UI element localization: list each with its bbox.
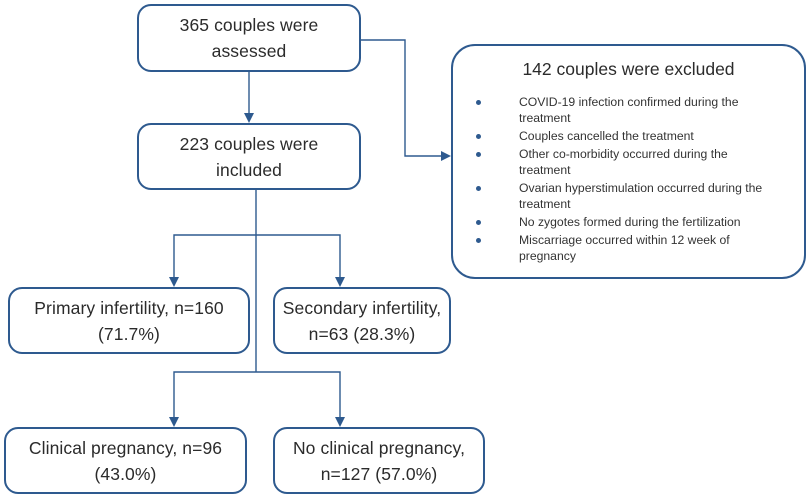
bullet-icon xyxy=(476,152,481,157)
bullet-icon xyxy=(476,134,481,139)
no-clinical-pregnancy-label: No clinical pregnancy, n=127 (57.0%) xyxy=(292,437,466,484)
exclusion-reason-text: Couples cancelled the treatment xyxy=(519,129,694,143)
assessed-box: 365 couples were assessed xyxy=(137,4,361,72)
excluded-box: 142 couples were excluded COVID-19 infec… xyxy=(451,44,806,279)
clinical-pregnancy-box: Clinical pregnancy, n=96 (43.0%) xyxy=(4,427,247,494)
exclusion-reason: Other co-morbidity occurred during the t… xyxy=(453,146,804,178)
exclusion-reason: Miscarriage occurred within 12 week of p… xyxy=(453,232,804,264)
exclusion-reason-text: Miscarriage occurred within 12 week of p… xyxy=(519,233,730,263)
exclusion-reason: COVID-19 infection confirmed during the … xyxy=(453,94,804,126)
exclusion-reason: Ovarian hyperstimulation occurred during… xyxy=(453,180,804,212)
bullet-icon xyxy=(476,100,481,105)
included-box: 223 couples were included xyxy=(137,123,361,190)
included-label: 223 couples were included xyxy=(179,133,319,180)
bullet-icon xyxy=(476,186,481,191)
exclusion-reason-text: Other co-morbidity occurred during the t… xyxy=(519,147,728,177)
clinical-pregnancy-label: Clinical pregnancy, n=96 (43.0%) xyxy=(28,437,223,484)
exclusion-reason-text: No zygotes formed during the fertilizati… xyxy=(519,215,741,229)
bullet-icon xyxy=(476,220,481,225)
arrow-to-clinical xyxy=(169,371,256,427)
secondary-infertility-label: Secondary infertility, n=63 (28.3%) xyxy=(282,297,442,344)
arrow-to-primary xyxy=(169,234,256,287)
arrow-to-secondary xyxy=(256,234,345,287)
arrow-assessed-to-excluded xyxy=(361,39,451,161)
arrow-to-no-clinical xyxy=(256,371,345,427)
secondary-infertility-box: Secondary infertility, n=63 (28.3%) xyxy=(273,287,451,354)
exclusion-reason: Couples cancelled the treatment xyxy=(453,128,804,144)
exclusion-reason: No zygotes formed during the fertilizati… xyxy=(453,214,804,230)
excluded-title: 142 couples were excluded xyxy=(522,59,735,79)
exclusion-reason-text: COVID-19 infection confirmed during the … xyxy=(519,95,739,125)
primary-infertility-box: Primary infertility, n=160 (71.7%) xyxy=(8,287,250,354)
assessed-label: 365 couples were assessed xyxy=(179,15,319,61)
no-clinical-pregnancy-box: No clinical pregnancy, n=127 (57.0%) xyxy=(273,427,485,494)
bullet-icon xyxy=(476,238,481,243)
exclusion-reasons-list: COVID-19 infection confirmed during the … xyxy=(453,94,804,266)
primary-infertility-label: Primary infertility, n=160 (71.7%) xyxy=(34,297,224,344)
exclusion-reason-text: Ovarian hyperstimulation occurred during… xyxy=(519,181,763,211)
